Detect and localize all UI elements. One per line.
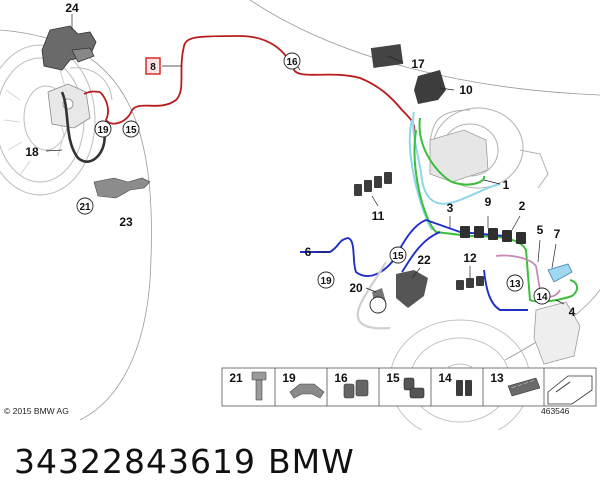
sensor-cable-18: [60, 91, 106, 163]
legend-label-19: 19: [282, 371, 296, 385]
callout-19-mid: 19: [320, 276, 332, 287]
callout-13: 13: [509, 279, 521, 290]
callout-1: 1: [503, 178, 510, 192]
circled-callouts: [76, 52, 551, 314]
callout-17: 17: [411, 57, 425, 71]
callout-19-top: 19: [97, 125, 109, 136]
legend-clip-19: [289, 383, 325, 399]
callout-2: 2: [519, 199, 526, 213]
legend-label-21: 21: [229, 371, 243, 385]
callout-4: 4: [569, 305, 576, 319]
callout-7: 7: [554, 227, 561, 241]
part-number: 34322843619: [14, 442, 256, 481]
connectors-2-3-9: [460, 226, 526, 244]
callout-20: 20: [349, 281, 363, 295]
brake-line-light-cyan: [547, 263, 573, 283]
legend-bolt-21: [251, 371, 267, 401]
callout-14: 14: [536, 292, 548, 303]
bracket-24: [41, 25, 97, 71]
brake-line-blue: [300, 218, 528, 311]
legend-label-16: 16: [334, 371, 348, 385]
callout-9: 9: [485, 195, 492, 209]
clip-11: [354, 172, 392, 196]
callout-11: 11: [372, 209, 385, 223]
callout-6: 6: [305, 245, 312, 259]
panel-curve-top: [249, 0, 600, 96]
part-17-block: [370, 44, 404, 68]
brake-line-gray: [356, 261, 391, 330]
callout-18: 18: [25, 145, 39, 159]
legend-clip-14: [456, 380, 472, 396]
callout-15-mid: 15: [392, 251, 404, 262]
callout-15-top: 15: [125, 125, 137, 136]
callout-8: 8: [150, 62, 156, 73]
bracket-23: [93, 177, 151, 199]
callout-10: 10: [459, 83, 473, 97]
callout-5: 5: [537, 223, 544, 237]
callout-3: 3: [447, 201, 454, 215]
legend-clip-16: [343, 379, 369, 399]
brake-line-pink: [495, 254, 561, 298]
image-number: 463546: [541, 406, 570, 416]
callout-24: 24: [65, 1, 79, 15]
callout-23: 23: [119, 215, 133, 229]
brake-line-diagram: 8 24 17 10 1 18 3 9 2 11 23 5 7 6 12 22 …: [0, 0, 600, 430]
callout-8-box: [145, 57, 161, 75]
brand-name: BMW: [268, 442, 355, 481]
hydraulic-unit-4: [533, 301, 581, 365]
master-cylinder: [429, 129, 489, 183]
brake-line-green: [413, 117, 578, 303]
callout-22: 22: [417, 253, 431, 267]
brake-line-red-end: [83, 90, 101, 95]
left-caliper: [47, 83, 91, 129]
bracket-22: [396, 270, 428, 308]
clip-12: [456, 276, 484, 290]
legend-label-15: 15: [386, 371, 400, 385]
part-10-block: [414, 70, 446, 104]
legend-clip-15: [403, 377, 425, 399]
brake-line-red: [99, 35, 416, 133]
legend-clip-13: [507, 377, 541, 397]
legend-label-13: 13: [490, 371, 504, 385]
callout-16: 16: [286, 57, 298, 68]
legend-arrow-shape: [547, 375, 593, 405]
copyright-text: © 2015 BMW AG: [4, 406, 69, 416]
callout-12: 12: [463, 251, 477, 265]
legend-label-14: 14: [438, 371, 452, 385]
callout-21: 21: [79, 202, 91, 213]
